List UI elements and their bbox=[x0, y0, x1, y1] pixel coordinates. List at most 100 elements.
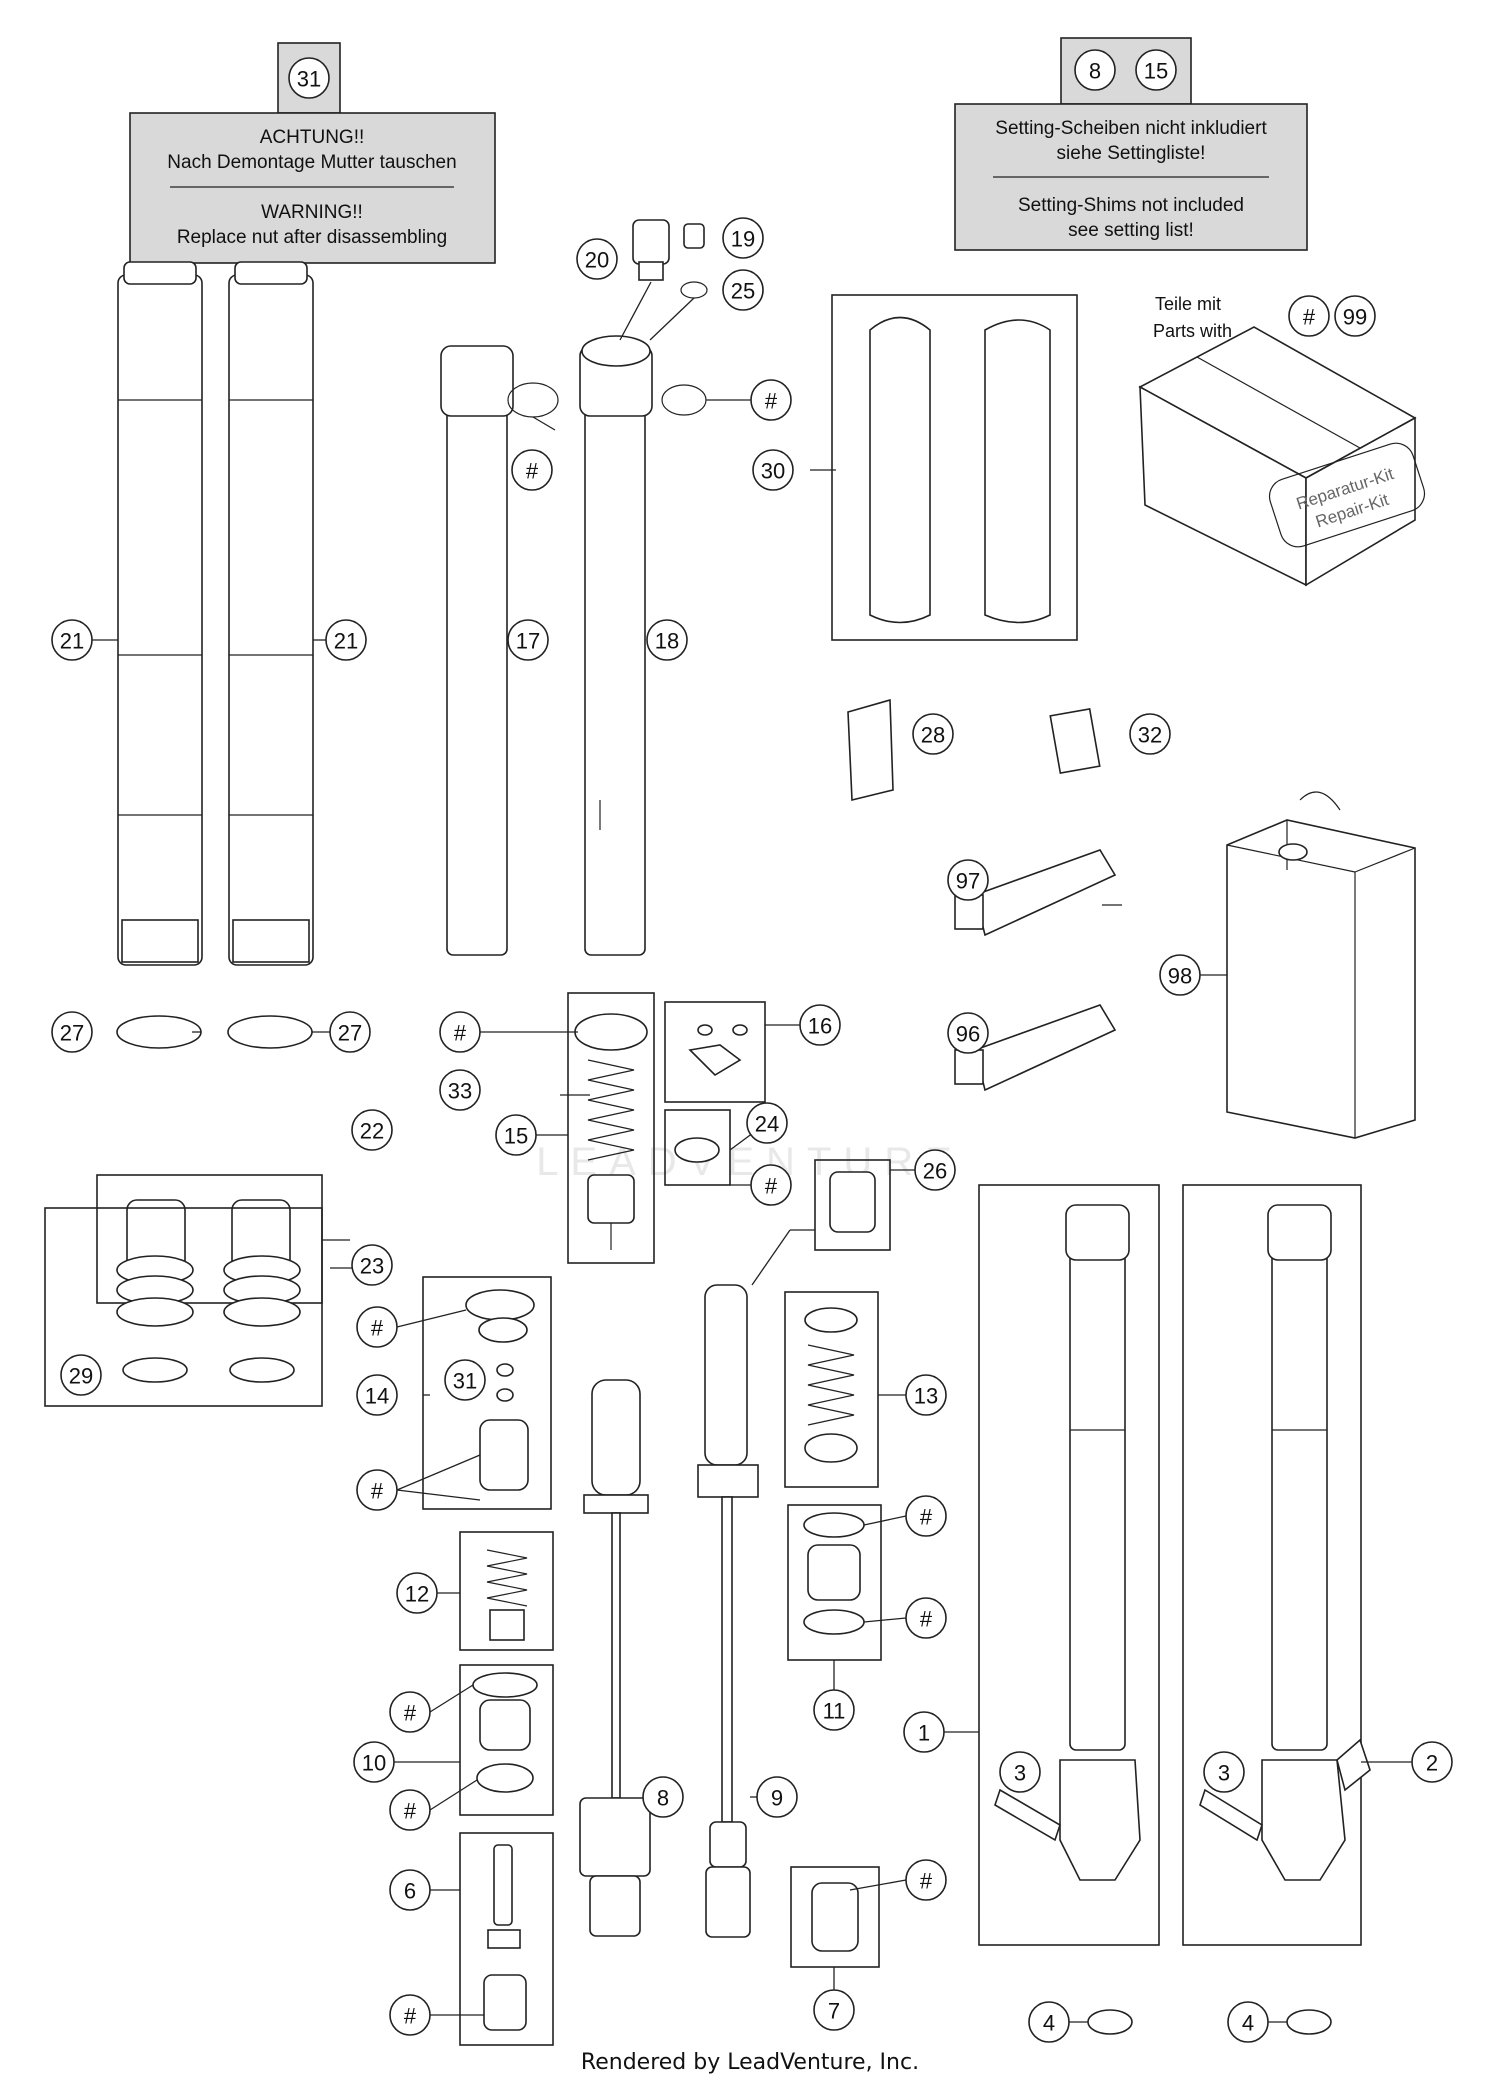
svg-text:#: # bbox=[765, 1174, 778, 1199]
svg-text:29: 29 bbox=[69, 1364, 93, 1389]
note-right-ref: 15 bbox=[1144, 59, 1168, 84]
svg-text:30: 30 bbox=[761, 459, 785, 484]
callout-27: 27 bbox=[329, 1011, 371, 1053]
svg-text:3: 3 bbox=[1218, 1761, 1230, 1786]
callout-hash: # bbox=[750, 1164, 792, 1206]
svg-text:21: 21 bbox=[60, 629, 84, 654]
oil-can bbox=[1226, 791, 1416, 1139]
callout-21: 21 bbox=[51, 619, 93, 661]
svg-text:#: # bbox=[404, 1799, 417, 1824]
repair-kit: Teile mit Parts with # 99 Reparatur-Kit … bbox=[1138, 294, 1426, 587]
svg-text:12: 12 bbox=[405, 1582, 429, 1607]
group-11 bbox=[787, 1504, 882, 1661]
svg-text:1: 1 bbox=[918, 1721, 930, 1746]
group-7 bbox=[790, 1866, 880, 1968]
leader-lines bbox=[92, 399, 1412, 2023]
kit-label: Parts with bbox=[1153, 321, 1232, 341]
svg-text:26: 26 bbox=[923, 1159, 947, 1184]
group-15 bbox=[567, 992, 655, 1264]
callout-23: 23 bbox=[351, 1244, 393, 1286]
callout-22: 22 bbox=[351, 1109, 393, 1151]
svg-text:#: # bbox=[371, 1316, 384, 1341]
svg-text:24: 24 bbox=[755, 1112, 779, 1137]
group-6 bbox=[459, 1832, 554, 2046]
group-26 bbox=[814, 1159, 891, 1251]
svg-text:21: 21 bbox=[334, 629, 358, 654]
callout-hash: # bbox=[905, 1597, 947, 1639]
callout-hash: # bbox=[389, 1691, 431, 1733]
svg-text:3: 3 bbox=[1014, 1761, 1026, 1786]
svg-text:19: 19 bbox=[731, 227, 755, 252]
group-10 bbox=[459, 1664, 554, 1816]
svg-text:27: 27 bbox=[338, 1021, 362, 1046]
callout-97: 97 bbox=[947, 859, 989, 901]
callout-24: 24 bbox=[746, 1102, 788, 1144]
svg-text:4: 4 bbox=[1043, 2011, 1055, 2036]
svg-text:#: # bbox=[371, 1479, 384, 1504]
note-right-line: siehe Settingliste! bbox=[1057, 143, 1206, 164]
svg-text:9: 9 bbox=[771, 1786, 783, 1811]
warning-note-right: 8 15 Setting-Scheiben nicht inkludiert s… bbox=[954, 37, 1308, 251]
callout-29: 29 bbox=[60, 1354, 102, 1396]
callout-16: 16 bbox=[799, 1004, 841, 1046]
callout-hash: # bbox=[905, 1495, 947, 1537]
svg-text:33: 33 bbox=[448, 1079, 472, 1104]
svg-text:22: 22 bbox=[360, 1119, 384, 1144]
callout-20: 20 bbox=[576, 238, 618, 280]
svg-text:#: # bbox=[920, 1505, 933, 1530]
callout-hash: # bbox=[389, 1789, 431, 1831]
callout-hash: # bbox=[389, 1994, 431, 2036]
callout-8: 8 bbox=[642, 1776, 684, 1818]
callout-hash: # bbox=[356, 1469, 398, 1511]
group-13 bbox=[784, 1291, 879, 1488]
callout-hash: # bbox=[511, 449, 553, 491]
callout-14: 14 bbox=[356, 1374, 398, 1416]
callout-hash: # bbox=[750, 379, 792, 421]
svg-text:13: 13 bbox=[914, 1384, 938, 1409]
svg-text:16: 16 bbox=[808, 1014, 832, 1039]
group-23 bbox=[44, 1207, 323, 1407]
callout-12: 12 bbox=[396, 1572, 438, 1614]
note-left-line: Nach Demontage Mutter tauschen bbox=[167, 152, 456, 173]
callout-98: 98 bbox=[1159, 954, 1201, 996]
svg-text:31: 31 bbox=[453, 1369, 477, 1394]
group-14 bbox=[422, 1276, 552, 1510]
svg-text:4: 4 bbox=[1242, 2011, 1254, 2036]
warning-note-left: 31 ACHTUNG!! Nach Demontage Mutter tausc… bbox=[129, 42, 496, 264]
note-left-line: WARNING!! bbox=[261, 202, 363, 223]
callout-27: 27 bbox=[51, 1011, 93, 1053]
svg-text:#: # bbox=[454, 1021, 467, 1046]
svg-text:#: # bbox=[526, 459, 539, 484]
svg-text:2: 2 bbox=[1426, 1751, 1438, 1776]
note-left-line: Replace nut after disassembling bbox=[177, 227, 447, 248]
callout-31: 31 bbox=[444, 1359, 486, 1401]
note-right-line: Setting-Shims not included bbox=[1018, 195, 1244, 216]
note-left-line: ACHTUNG!! bbox=[260, 127, 365, 148]
svg-text:14: 14 bbox=[365, 1384, 389, 1409]
callout-3: 3 bbox=[1203, 1751, 1245, 1793]
callout-96: 96 bbox=[947, 1012, 989, 1054]
svg-text:#: # bbox=[765, 389, 778, 414]
footer-credit: Rendered by LeadVenture, Inc. bbox=[580, 2050, 920, 2075]
svg-text:8: 8 bbox=[657, 1786, 669, 1811]
callout-28: 28 bbox=[912, 713, 954, 755]
svg-text:15: 15 bbox=[504, 1124, 528, 1149]
callout-4: 4 bbox=[1227, 2001, 1269, 2043]
note-right-ref: 8 bbox=[1089, 59, 1101, 84]
group-16 bbox=[664, 1001, 766, 1103]
kit-label: Teile mit bbox=[1155, 294, 1221, 314]
callout-32: 32 bbox=[1129, 713, 1171, 755]
svg-text:7: 7 bbox=[828, 1999, 840, 2024]
callout-25: 25 bbox=[722, 269, 764, 311]
top-small-parts bbox=[619, 219, 708, 341]
callout-2: 2 bbox=[1411, 1741, 1453, 1783]
callout-30: 30 bbox=[752, 449, 794, 491]
svg-text:6: 6 bbox=[404, 1879, 416, 1904]
note-left-ref: 31 bbox=[297, 67, 321, 92]
callout-10: 10 bbox=[353, 1741, 395, 1783]
stickers bbox=[847, 698, 1101, 802]
callout-4: 4 bbox=[1028, 2001, 1070, 2043]
svg-text:#: # bbox=[404, 2004, 417, 2029]
kit-ref: 99 bbox=[1343, 305, 1367, 330]
